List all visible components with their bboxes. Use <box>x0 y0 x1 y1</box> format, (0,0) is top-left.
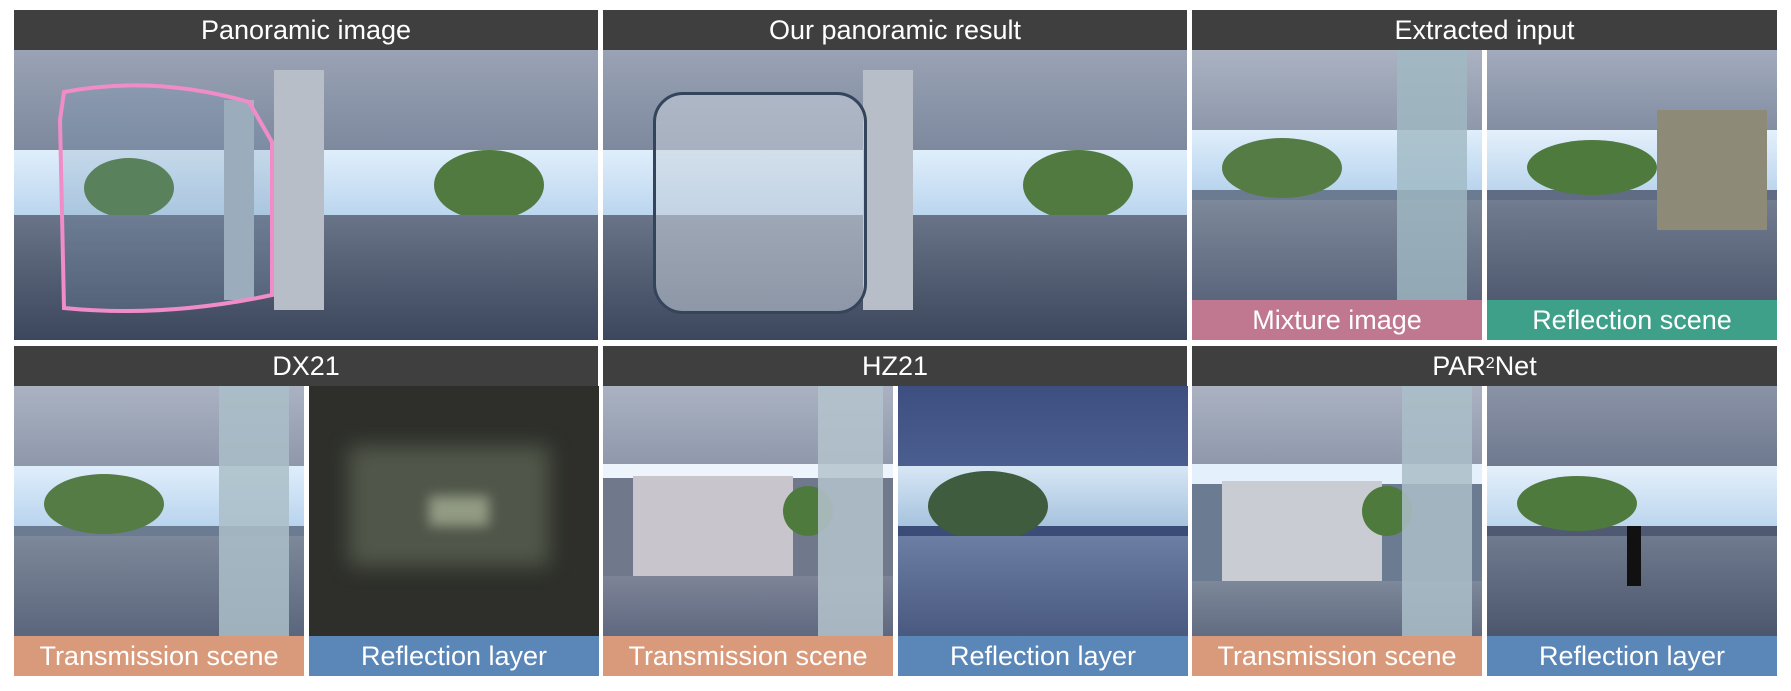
our-result-panel: Our panoramic result <box>603 10 1187 340</box>
par2net-title-superscript: 2 <box>1485 355 1495 372</box>
hz21-reflection-image: Reflection layer <box>898 386 1188 676</box>
hz21-transmission-image: Transmission scene <box>603 386 893 676</box>
reflection-scene-image: Reflection scene <box>1487 50 1777 340</box>
par2net-title-tail: Net <box>1494 350 1537 381</box>
par2net-transmission-caption: Transmission scene <box>1192 636 1482 676</box>
panoramic-image-title: Panoramic image <box>14 10 598 50</box>
our-result-image <box>603 50 1187 340</box>
extracted-input-panel: Extracted input Mixture image Reflection… <box>1192 10 1777 340</box>
dx21-reflection-image: Reflection layer <box>309 386 599 676</box>
highlight-outline <box>57 83 274 313</box>
dx21-transmission-image: Transmission scene <box>14 386 304 676</box>
hz21-panel: HZ21 Transmission scene Reflection layer <box>603 346 1188 676</box>
mixture-image: Mixture image <box>1192 50 1482 340</box>
panoramic-image-panel: Panoramic image <box>14 10 598 340</box>
par2net-reflection-caption: Reflection layer <box>1487 636 1777 676</box>
dx21-panel: DX21 Transmission scene Reflection layer <box>14 346 599 676</box>
par2net-title-main: PAR <box>1432 350 1486 381</box>
hz21-title: HZ21 <box>603 346 1187 386</box>
hz21-reflection-caption: Reflection layer <box>898 636 1188 676</box>
extracted-input-title: Extracted input <box>1192 10 1777 50</box>
our-result-title: Our panoramic result <box>603 10 1187 50</box>
dx21-reflection-caption: Reflection layer <box>309 636 599 676</box>
par2net-reflection-image: Reflection layer <box>1487 386 1777 676</box>
reflection-scene-caption: Reflection scene <box>1487 300 1777 340</box>
par2net-transmission-image: Transmission scene <box>1192 386 1482 676</box>
hz21-transmission-caption: Transmission scene <box>603 636 893 676</box>
dx21-title: DX21 <box>14 346 598 386</box>
dx21-transmission-caption: Transmission scene <box>14 636 304 676</box>
mixture-image-caption: Mixture image <box>1192 300 1482 340</box>
panoramic-image <box>14 50 598 340</box>
